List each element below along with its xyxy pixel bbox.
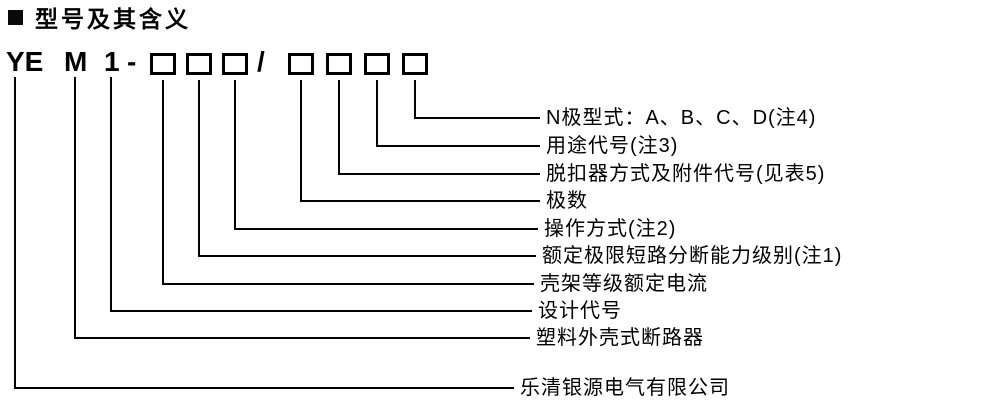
label-pole-count: 极数 bbox=[546, 190, 588, 212]
connector-line-release-mode bbox=[338, 80, 540, 175]
section-heading: 型号及其含义 bbox=[8, 2, 191, 32]
model-box-release-mode bbox=[326, 53, 352, 75]
model-box-frame-current bbox=[150, 53, 176, 75]
label-breaking-capacity: 额定极限短路分断能力级别(注1) bbox=[542, 245, 843, 267]
model-box-breaking-capacity bbox=[186, 53, 212, 75]
label-purpose-code: 用途代号(注3) bbox=[546, 135, 679, 157]
model-box-purpose-code bbox=[364, 53, 390, 75]
label-release-mode: 脱扣器方式及附件代号(见表5) bbox=[546, 163, 826, 185]
connector-line-company-name bbox=[14, 77, 514, 389]
model-box-operation-mode bbox=[222, 53, 248, 75]
connector-line-purpose-code bbox=[376, 80, 540, 147]
connector-line-breaker-type bbox=[74, 77, 530, 339]
section-title: 型号及其含义 bbox=[35, 6, 191, 32]
label-breaker-type: 塑料外壳式断路器 bbox=[536, 327, 704, 349]
label-design-code: 设计代号 bbox=[538, 300, 622, 322]
connector-line-n-pole-type bbox=[414, 80, 540, 119]
connector-line-operation-mode bbox=[234, 80, 538, 230]
label-operation-mode: 操作方式(注2) bbox=[544, 218, 677, 240]
section-bullet-icon bbox=[8, 9, 23, 25]
model-slash: / bbox=[257, 46, 265, 77]
connector-line-design-code bbox=[110, 77, 532, 312]
label-n-pole-type: N极型式：A、B、C、D(注4) bbox=[546, 107, 817, 129]
connector-line-frame-current bbox=[162, 80, 534, 285]
label-frame-current: 壳架等级额定电流 bbox=[540, 273, 708, 295]
model-hyphen: - bbox=[127, 46, 137, 77]
model-box-n-pole-type bbox=[402, 53, 428, 75]
model-company-code: YE bbox=[6, 46, 44, 77]
model-box-pole-count bbox=[288, 53, 314, 75]
model-type-code: M bbox=[64, 46, 88, 77]
connector-line-pole-count bbox=[300, 80, 540, 202]
model-design-code: 1 bbox=[104, 46, 120, 77]
connector-line-breaking-capacity bbox=[198, 80, 536, 257]
label-company-name: 乐清银源电气有限公司 bbox=[520, 377, 730, 399]
